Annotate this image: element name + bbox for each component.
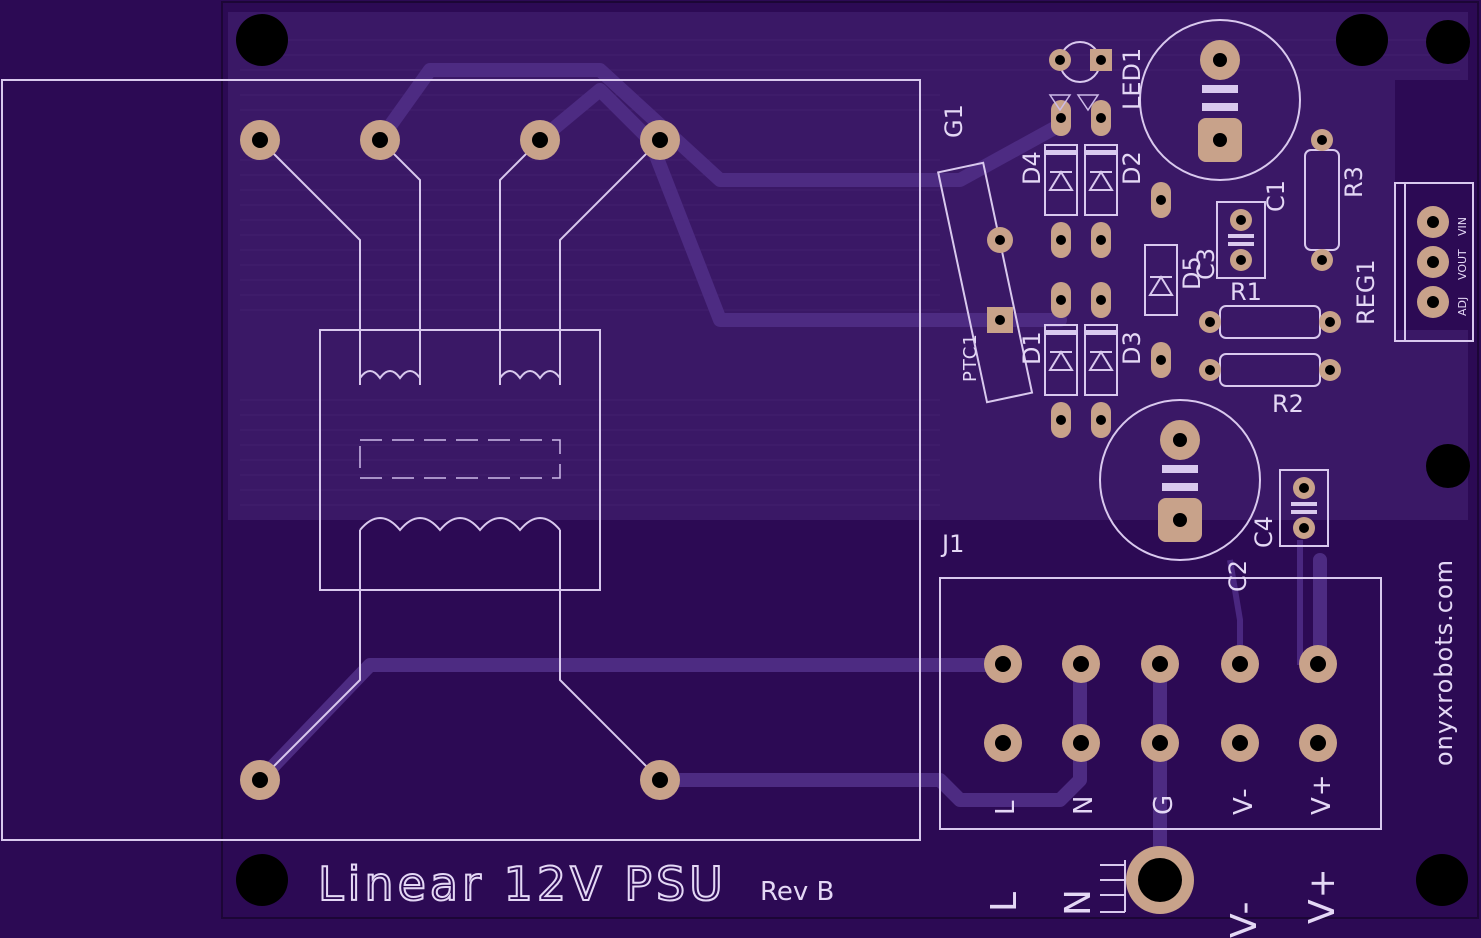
label-bottom-vminus: V- bbox=[1224, 900, 1265, 938]
label-d1: D1 bbox=[1018, 331, 1046, 365]
label-led1: LED1 bbox=[1118, 48, 1146, 110]
label-c1: C1 bbox=[1262, 180, 1290, 212]
board-title: Linear 12V PSU bbox=[318, 857, 727, 911]
diode-d4 bbox=[1044, 100, 1078, 258]
label-d5: D5 bbox=[1178, 256, 1206, 290]
led1-footprint bbox=[1048, 41, 1112, 112]
capacitor-c1-footprint bbox=[1216, 201, 1266, 279]
ptc1-footprint bbox=[936, 161, 1034, 404]
board-outline bbox=[221, 1, 1479, 919]
label-r2: R2 bbox=[1272, 390, 1304, 418]
label-reg1: REG1 bbox=[1352, 259, 1380, 325]
pour-hatch bbox=[240, 39, 1460, 506]
board-revision: Rev B bbox=[760, 877, 834, 907]
label-d3: D3 bbox=[1118, 331, 1146, 365]
resistor-r2-footprint bbox=[1199, 353, 1341, 387]
resistor-r1-footprint bbox=[1199, 305, 1341, 339]
label-reg-pin-adj: ADJ bbox=[1456, 297, 1469, 316]
label-connector-l: L bbox=[991, 800, 1021, 816]
label-c2: C2 bbox=[1224, 560, 1252, 592]
label-reg-pin-vin: VIN bbox=[1456, 217, 1469, 236]
capacitor-c4-footprint bbox=[1279, 469, 1329, 547]
label-connector-n: N bbox=[1069, 795, 1099, 815]
label-j1: J1 bbox=[940, 530, 964, 558]
capacitor-c5-footprint bbox=[1099, 399, 1261, 561]
label-bottom-vplus: V+ bbox=[1302, 867, 1343, 924]
label-connector-g: G bbox=[1149, 794, 1179, 815]
label-r1: R1 bbox=[1230, 278, 1262, 306]
label-c3: C3 bbox=[1192, 248, 1220, 280]
label-bottom-l: L bbox=[984, 891, 1025, 912]
transformer-pads bbox=[240, 120, 680, 800]
diode-d3 bbox=[1084, 282, 1118, 438]
board-website: onyxrobots.com bbox=[1430, 559, 1458, 766]
capacitor-c2-footprint bbox=[1139, 19, 1301, 181]
label-bottom-n: N bbox=[1058, 888, 1099, 916]
diode-d1 bbox=[1044, 282, 1078, 438]
mounting-holes bbox=[236, 14, 1470, 914]
ground-symbol bbox=[1100, 860, 1126, 913]
diode-d5 bbox=[1144, 182, 1178, 378]
regulator-reg1-footprint bbox=[1394, 182, 1474, 342]
label-r3: R3 bbox=[1340, 166, 1368, 198]
transformer-footprint bbox=[1, 79, 921, 841]
label-c4: C4 bbox=[1250, 516, 1278, 548]
bridge-diodes bbox=[1044, 100, 1178, 438]
diode-d2 bbox=[1084, 100, 1118, 258]
resistor-r3-footprint bbox=[1304, 129, 1340, 271]
label-d2: D2 bbox=[1118, 151, 1146, 185]
label-connector-vplus: V+ bbox=[1307, 773, 1337, 815]
label-g1: G1 bbox=[940, 104, 968, 138]
label-d4: D4 bbox=[1018, 151, 1046, 185]
label-ptc1: PTC1 bbox=[960, 333, 981, 382]
connector-j1-footprint bbox=[939, 577, 1382, 830]
label-reg-pin-vout: VOUT bbox=[1456, 249, 1469, 280]
label-connector-vminus: V- bbox=[1229, 787, 1259, 815]
